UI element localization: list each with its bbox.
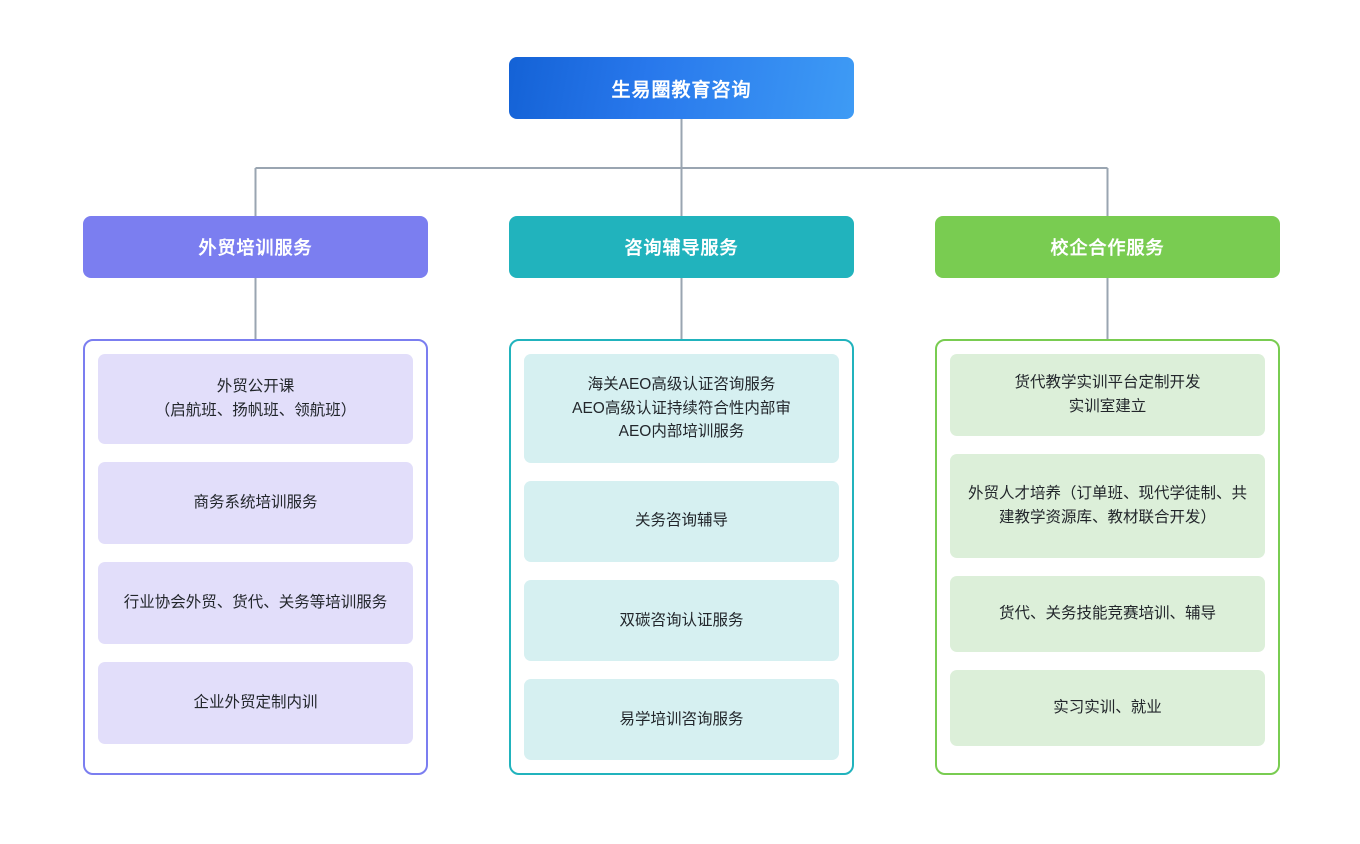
branch-header-consulting-tutoring[interactable]: 咨询辅导服务 <box>509 216 854 278</box>
service-card[interactable]: 货代教学实训平台定制开发 实训室建立 <box>950 354 1265 436</box>
branch-header-label: 咨询辅导服务 <box>624 238 739 258</box>
branch-panel-foreign-trade-training: 外贸公开课 （启航班、扬帆班、领航班） 商务系统培训服务 行业协会外贸、货代、关… <box>83 339 428 775</box>
branch-header-foreign-trade-training[interactable]: 外贸培训服务 <box>83 216 428 278</box>
branch-header-label: 外贸培训服务 <box>198 238 313 258</box>
service-card[interactable]: 外贸公开课 （启航班、扬帆班、领航班） <box>98 354 413 444</box>
root-node-label: 生易圈教育咨询 <box>611 79 752 101</box>
service-card[interactable]: 行业协会外贸、货代、关务等培训服务 <box>98 562 413 644</box>
service-card[interactable]: 实习实训、就业 <box>950 670 1265 746</box>
service-card[interactable]: 企业外贸定制内训 <box>98 662 413 744</box>
branch-header-school-enterprise-cooperation[interactable]: 校企合作服务 <box>935 216 1280 278</box>
service-card[interactable]: 海关AEO高级认证咨询服务 AEO高级认证持续符合性内部审 AEO内部培训服务 <box>524 354 839 463</box>
service-card[interactable]: 关务咨询辅导 <box>524 480 839 562</box>
branch-panel-school-enterprise-cooperation: 货代教学实训平台定制开发 实训室建立 外贸人才培养（订单班、现代学徒制、共建教学… <box>935 339 1280 775</box>
root-node[interactable]: 生易圈教育咨询 <box>509 57 854 119</box>
service-card[interactable]: 易学培训咨询服务 <box>524 678 839 760</box>
branch-column-consulting-tutoring: 咨询辅导服务 海关AEO高级认证咨询服务 AEO高级认证持续符合性内部审 AEO… <box>509 216 854 775</box>
branch-column-school-enterprise-cooperation: 校企合作服务 货代教学实训平台定制开发 实训室建立 外贸人才培养（订单班、现代学… <box>935 216 1280 775</box>
branch-panel-consulting-tutoring: 海关AEO高级认证咨询服务 AEO高级认证持续符合性内部审 AEO内部培训服务 … <box>509 339 854 775</box>
service-card[interactable]: 商务系统培训服务 <box>98 462 413 544</box>
service-card[interactable]: 外贸人才培养（订单班、现代学徒制、共建教学资源库、教材联合开发） <box>950 454 1265 558</box>
branch-header-label: 校企合作服务 <box>1050 238 1165 258</box>
service-card[interactable]: 货代、关务技能竞赛培训、辅导 <box>950 576 1265 652</box>
service-card[interactable]: 双碳咨询认证服务 <box>524 579 839 661</box>
branch-column-foreign-trade-training: 外贸培训服务 外贸公开课 （启航班、扬帆班、领航班） 商务系统培训服务 行业协会… <box>83 216 428 775</box>
